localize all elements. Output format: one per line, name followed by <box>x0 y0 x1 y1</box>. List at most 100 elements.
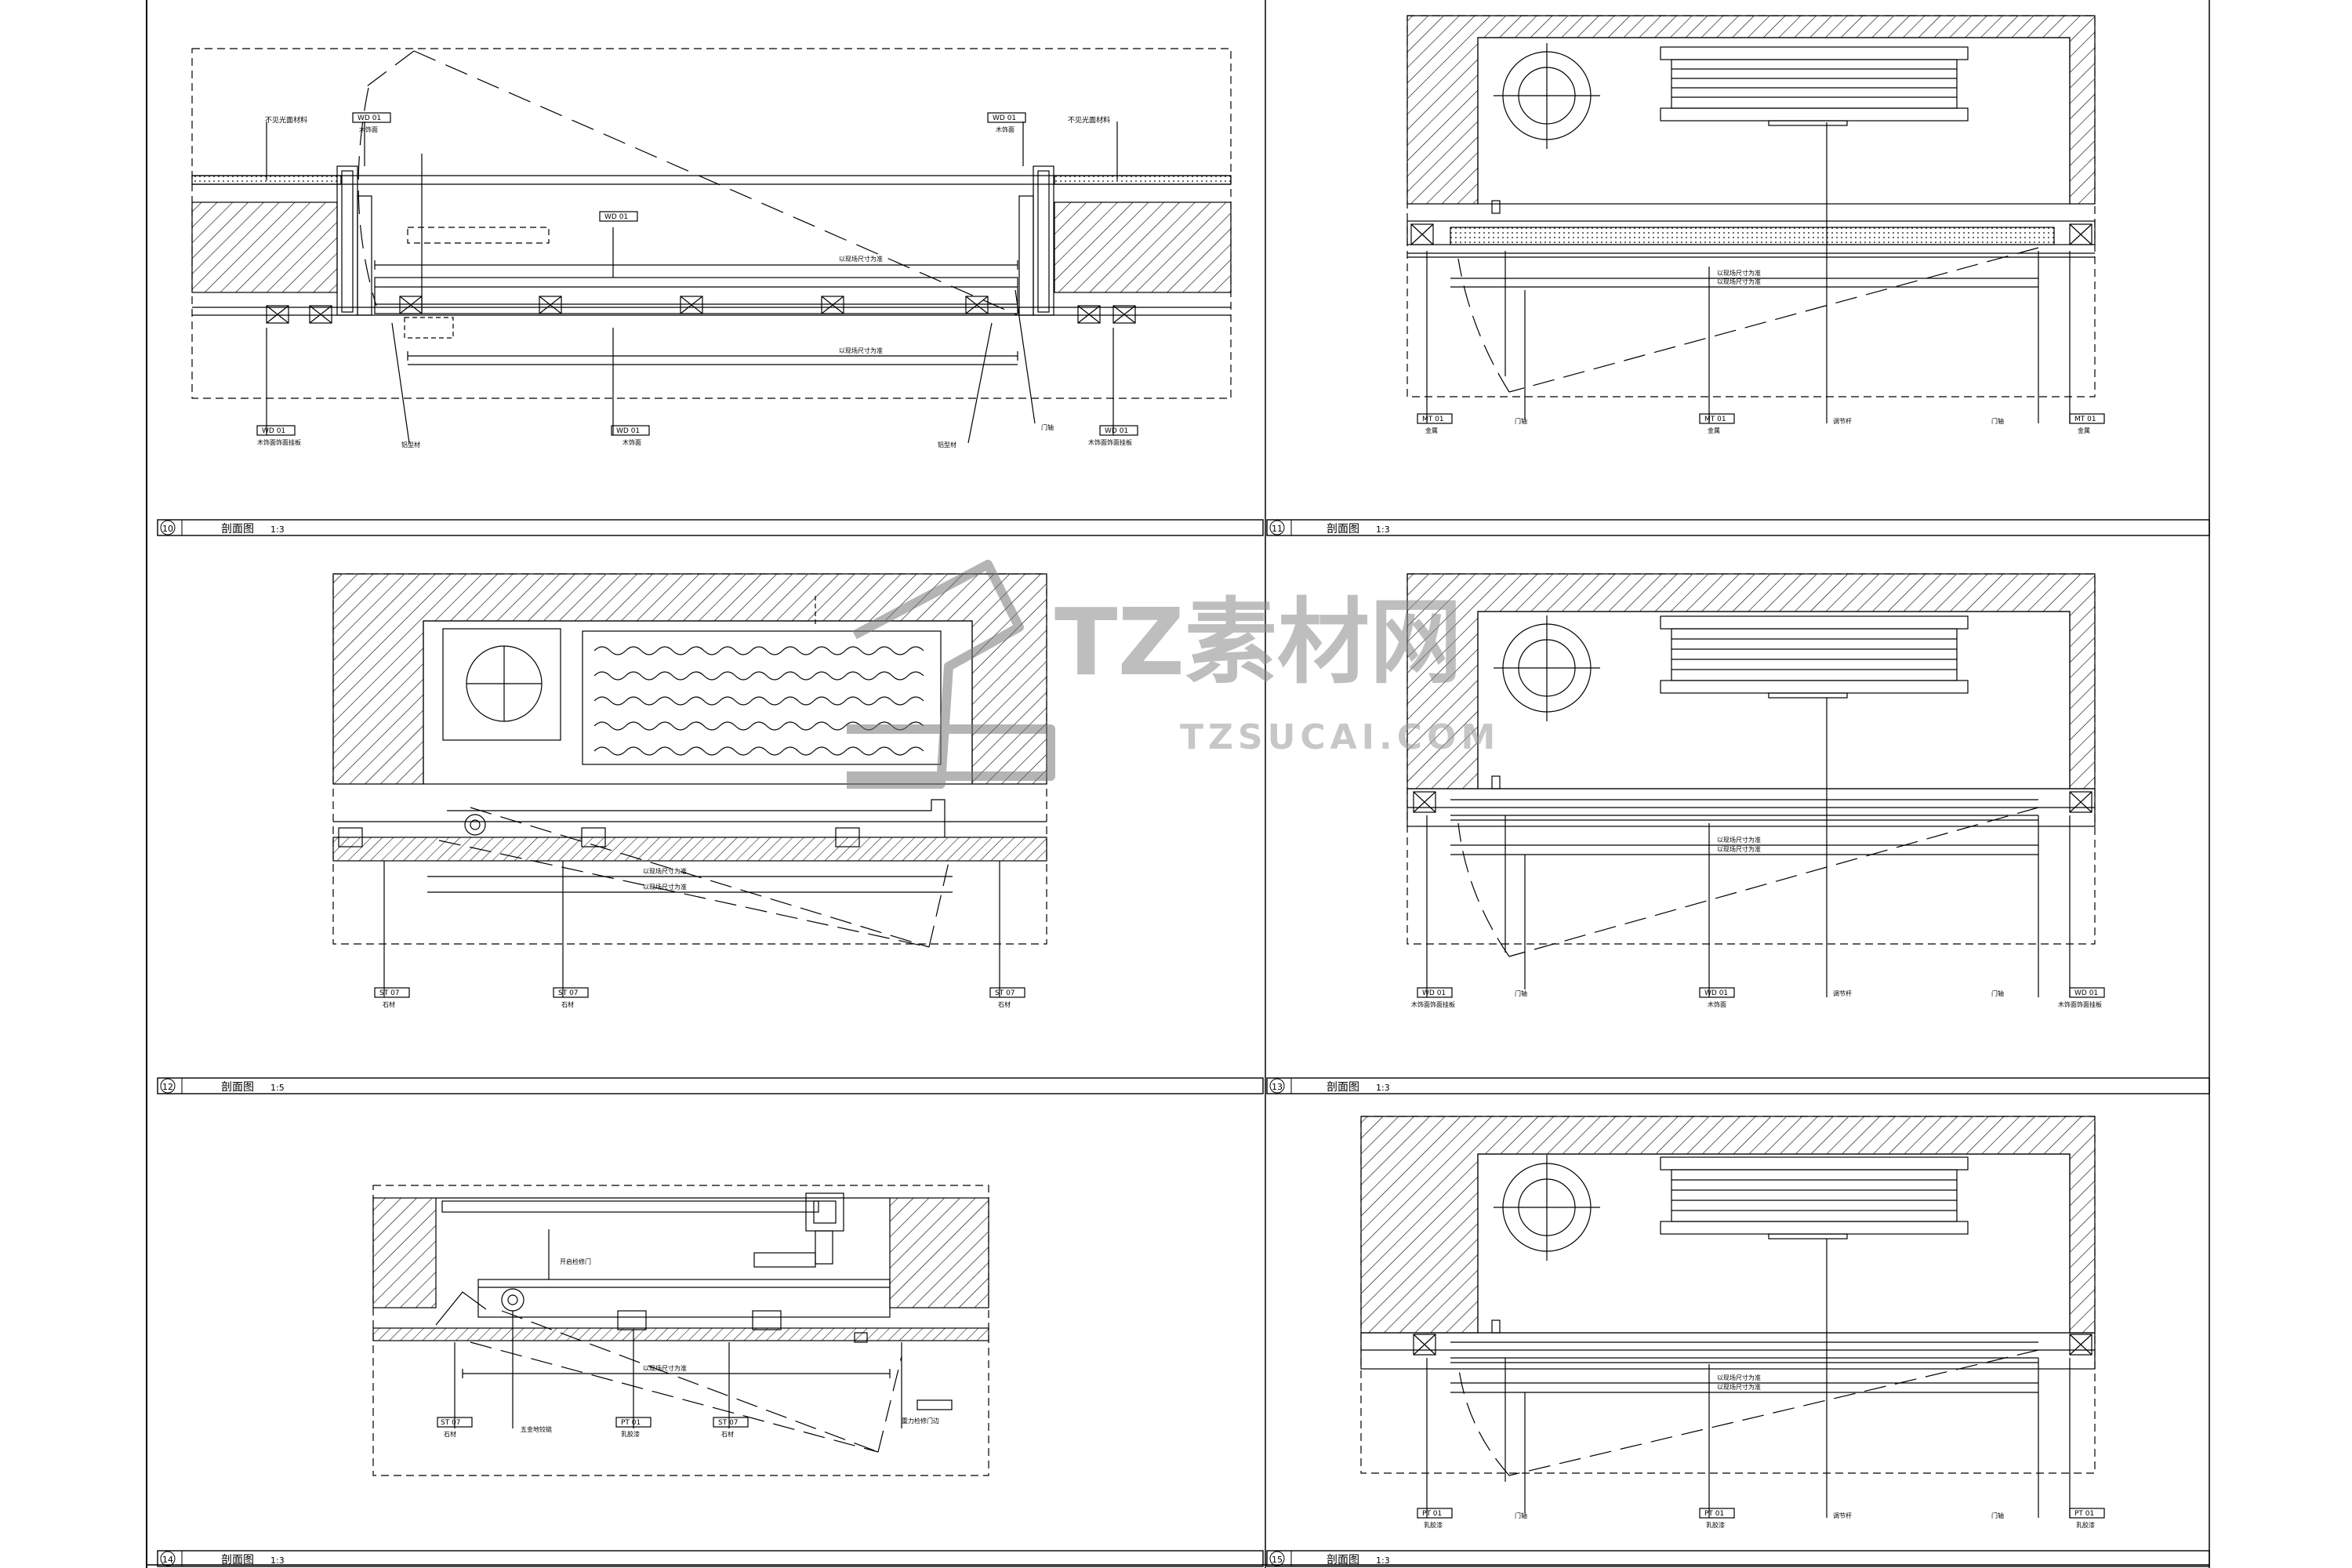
grille-top <box>1660 46 1969 60</box>
ceiling-slab <box>1360 1116 2096 1334</box>
panel-title-10: 剖面图 <box>221 523 254 535</box>
p15-dim2: 以现场尺寸为准 <box>1717 1383 1761 1391</box>
detail-10-labels: 不见光面材料 WD 01 木饰面 WD 01 木饰面 不见光面材料 WD 01 … <box>257 114 1132 448</box>
detail-14 <box>372 1185 989 1476</box>
ceiling-slab <box>1406 573 2096 789</box>
p10-dim2: 以现场尺寸为准 <box>839 347 883 354</box>
p14-tag1-sub: 石材 <box>444 1430 456 1438</box>
detail-15-labels: 以现场尺寸为准 以现场尺寸为准 PT 01 乳胶漆 门轴 PT 01 乳胶漆 调… <box>1422 1374 2095 1529</box>
p13-tag3-sub: 木饰面饰面挂板 <box>2058 1000 2102 1008</box>
panel-number-15: 15 <box>1272 1555 1283 1565</box>
panel-scale-11: 1:3 <box>1376 524 1390 535</box>
p11-tag1-sub: 金属 <box>1425 426 1438 434</box>
p13-tag1-sub: 木饰面饰面挂板 <box>1411 1000 1455 1008</box>
panel-number-12: 12 <box>162 1082 173 1092</box>
p11-dim2: 以现场尺寸为准 <box>1717 278 1761 285</box>
p13-tag3: WD 01 <box>2074 989 2098 997</box>
cross-boxes <box>266 296 1136 324</box>
p10-tag-bl: WD 01 <box>262 427 285 435</box>
detail-14-labels: 开启检修门 以现场尺寸为准 ST 07 石材 五金地铰链 PT 01 乳胶漆 S… <box>441 1258 939 1438</box>
grille-top <box>1660 615 1969 630</box>
p11-tag2: MT 01 <box>1704 416 1726 423</box>
p13-label-rod: 调节杆 <box>1833 989 1852 997</box>
p12-tag2: ST 07 <box>558 989 579 997</box>
p14-label-door: 重力检修门边 <box>902 1417 939 1425</box>
panel-scale-14: 1:3 <box>270 1555 285 1566</box>
p14-dim1: 以现场尺寸为准 <box>643 1364 687 1372</box>
p11-tag3: MT 01 <box>2074 416 2096 423</box>
p12-tag1: ST 07 <box>379 989 400 997</box>
p15-tag2: PT 01 <box>1704 1510 1724 1518</box>
p10-tag-br: WD 01 <box>1105 427 1128 435</box>
detail-11-labels: 以现场尺寸为准 以现场尺寸为准 MT 01 金属 门轴 MT 01 金属 调节杆… <box>1422 269 2096 434</box>
panel-title-14: 剖面图 <box>221 1554 254 1566</box>
p10-tag-bm-sub: 木饰面 <box>622 438 641 446</box>
p10-tag-bm: WD 01 <box>616 427 640 435</box>
p15-label-rod: 调节杆 <box>1833 1512 1852 1519</box>
p13-label-door: 门轴 <box>1515 989 1527 997</box>
grille-box <box>1671 1169 1958 1222</box>
p15-tag3-sub: 乳胶漆 <box>2076 1521 2095 1529</box>
detail-11-boundary <box>1406 15 2096 397</box>
panel-title-12: 剖面图 <box>221 1081 254 1094</box>
panel-number-13: 13 <box>1272 1082 1283 1092</box>
grille-waves <box>593 646 924 756</box>
p15-tag2-sub: 乳胶漆 <box>1706 1521 1725 1529</box>
p13-tag2: WD 01 <box>1704 989 1728 997</box>
grille-top <box>1660 1156 1969 1171</box>
detail-12-labels: 以现场尺寸为准 以现场尺寸为准 ST 07 石材 ST 07 石材 ST 07 … <box>379 867 1015 1008</box>
title-bar-14: 14 剖面图 1:3 <box>157 1550 1264 1567</box>
watermark-logo-icon <box>847 560 1055 789</box>
p14-tag2-sub: 乳胶漆 <box>621 1430 640 1438</box>
p12-dim1: 以现场尺寸为准 <box>643 867 687 875</box>
p12-tag1-sub: 石材 <box>383 1000 395 1008</box>
detail-15 <box>1360 1116 2105 1519</box>
panel-number-10: 10 <box>162 524 173 534</box>
p15-tag1-sub: 乳胶漆 <box>1424 1521 1443 1529</box>
p10-label-b: 铝型材 <box>938 441 956 448</box>
p12-tag3-sub: 石材 <box>998 1000 1011 1008</box>
p10-tag-right-top-sub: 木饰面 <box>996 125 1014 133</box>
p15-tag3: PT 01 <box>2074 1510 2094 1518</box>
p10-label-c: 门轴 <box>1041 423 1054 431</box>
watermark-brand: TZ素材网 <box>1054 588 1462 696</box>
grille-box <box>1671 59 1958 109</box>
p15-tag1: PT 01 <box>1422 1510 1442 1518</box>
watermark: TZ素材网 TZSUCAI.COM <box>847 560 1500 789</box>
p11-label-rod: 调节杆 <box>1833 417 1852 425</box>
p12-tag3: ST 07 <box>995 989 1015 997</box>
panel-scale-15: 1:3 <box>1376 1555 1390 1566</box>
panel-title-11: 剖面图 <box>1327 523 1359 535</box>
p11-label-door: 门轴 <box>1515 417 1527 425</box>
p13-dim2: 以现场尺寸为准 <box>1717 845 1761 853</box>
p11-label-axis: 门轴 <box>1991 417 2004 425</box>
p13-label-axis: 门轴 <box>1991 989 2004 997</box>
p10-tag-mid: WD 01 <box>604 213 628 221</box>
p10-tag-br-sub: 木饰面饰面挂板 <box>1088 438 1132 446</box>
detail-13-labels: 以现场尺寸为准 以现场尺寸为准 WD 01 木饰面饰面挂板 门轴 WD 01 木… <box>1411 836 2102 1008</box>
grille-box <box>582 630 942 765</box>
p13-tag1: WD 01 <box>1422 989 1446 997</box>
ceiling-slab <box>1406 15 2096 205</box>
concrete-right <box>1054 201 1232 293</box>
p11-tag2-sub: 金属 <box>1708 426 1720 434</box>
panel-scale-12: 1:5 <box>270 1083 285 1093</box>
p10-tag-left-top-sub: 木饰面 <box>359 125 378 133</box>
panel-number-14: 14 <box>162 1555 173 1565</box>
title-bar-12: 12 剖面图 1:5 <box>157 1077 1264 1094</box>
p14-tag1: ST 07 <box>441 1419 461 1427</box>
detail-13 <box>1406 573 2105 998</box>
p10-label-a: 铝型材 <box>401 441 420 448</box>
p14-tag3-sub: 石材 <box>721 1430 734 1438</box>
p10-note-right: 不见光面材料 <box>1068 115 1110 125</box>
p10-tag-right-top: WD 01 <box>993 114 1016 122</box>
p15-dim1: 以现场尺寸为准 <box>1717 1374 1761 1381</box>
grille-box <box>1671 628 1958 681</box>
p10-tag-bl-sub: 木饰面饰面挂板 <box>257 438 301 446</box>
p12-dim2: 以现场尺寸为准 <box>643 883 687 891</box>
watermark-url: TZSUCAI.COM <box>1180 717 1500 757</box>
sheet-frame <box>146 0 2210 1568</box>
detail-10 <box>191 48 1232 444</box>
detail-12 <box>332 573 1047 998</box>
